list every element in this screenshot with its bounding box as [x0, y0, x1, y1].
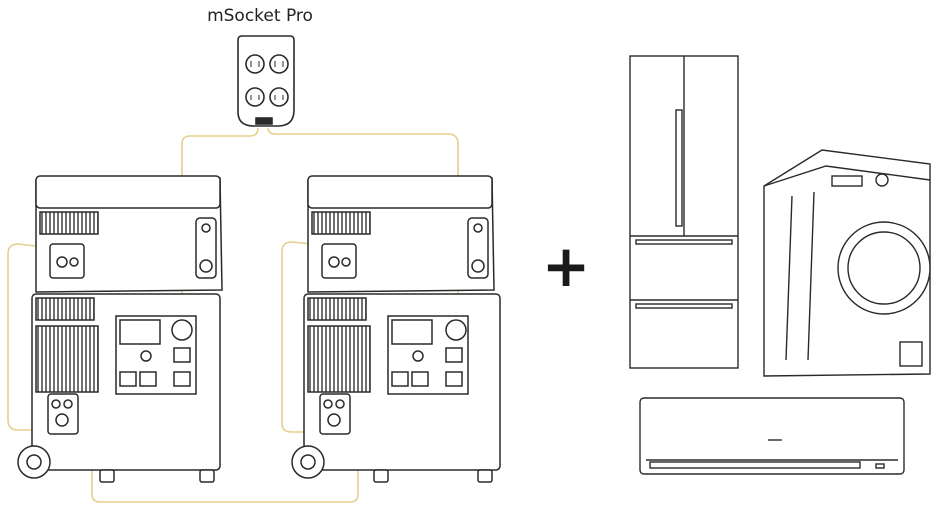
- power-station-left: [17, 175, 223, 483]
- air-conditioner-icon: [639, 397, 905, 475]
- power-station-right: [291, 175, 501, 483]
- cable-right-loop: [281, 241, 336, 433]
- msocket-pro-label: mSocket Pro: [207, 6, 313, 26]
- washing-machine-icon: [763, 149, 931, 377]
- msocket-pro-hub: [237, 35, 295, 127]
- cable-left-loop: [7, 243, 70, 431]
- cable-hub-right: [267, 127, 459, 322]
- plus-sign: +: [542, 232, 591, 300]
- refrigerator-icon: [629, 55, 739, 369]
